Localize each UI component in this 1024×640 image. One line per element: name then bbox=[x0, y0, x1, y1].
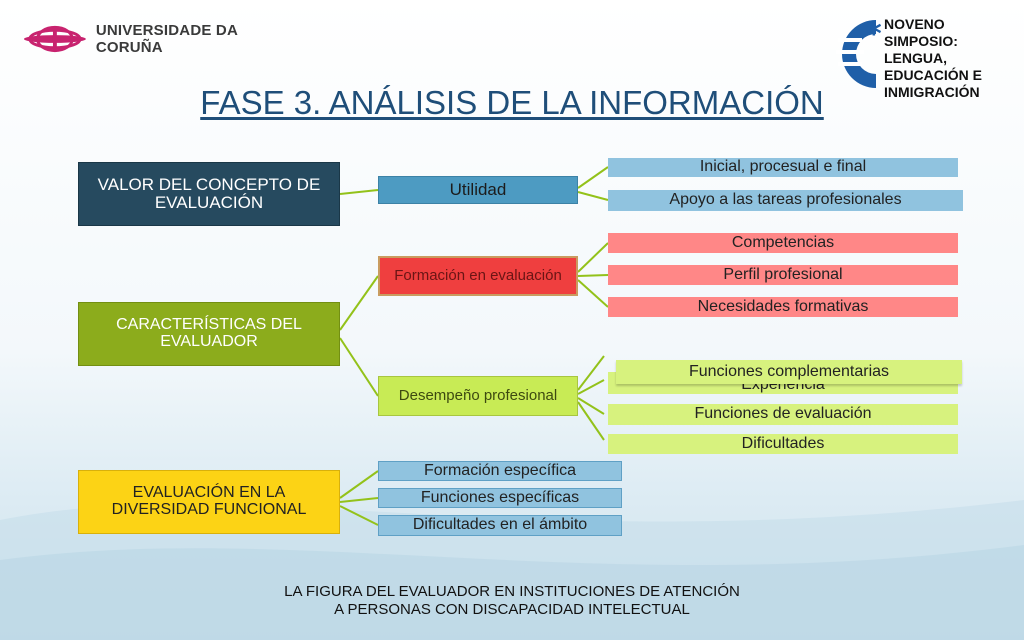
leaf-dificultades-ambito: Dificultades en el ámbito bbox=[378, 515, 622, 536]
symposium-line-2: LENGUA, bbox=[884, 50, 947, 67]
leaf-competencias: Competencias bbox=[608, 233, 958, 253]
symposium-emblem-icon: * bbox=[836, 17, 882, 88]
leaf-funciones-complementarias: Funciones complementarias bbox=[616, 360, 962, 384]
leaf-dificultades: Dificultades bbox=[608, 434, 958, 454]
svg-text:*: * bbox=[866, 17, 882, 52]
symposium-line-1: NOVENO SIMPOSIO: bbox=[884, 16, 958, 50]
leaf-necesidades-formativas: Necesidades formativas bbox=[608, 297, 958, 317]
university-emblem-icon bbox=[23, 25, 86, 53]
leaf-inicial-procesual: Inicial, procesual e final bbox=[608, 158, 958, 177]
leaf-apoyo-tareas: Apoyo a las tareas profesionales bbox=[608, 190, 963, 211]
node-caracteristicas-evaluador: CARACTERÍSTICAS DEL EVALUADOR bbox=[78, 302, 340, 366]
symposium-line-3: EDUCACIÓN E bbox=[884, 67, 983, 84]
node-formacion-evaluacion: Formación en evaluación bbox=[378, 256, 578, 296]
footer-caption: LA FIGURA DEL EVALUADOR EN INSTITUCIONES… bbox=[0, 583, 1024, 619]
symposium-logo: * NOVENO SIMPOSIO: LENGUA, EDUCACIÓN E I… bbox=[836, 14, 1016, 100]
leaf-perfil-profesional: Perfil profesional bbox=[608, 265, 958, 285]
leaf-funciones-especificas: Funciones específicas bbox=[378, 488, 622, 508]
node-desempeno-profesional: Desempeño profesional bbox=[378, 376, 578, 416]
slide-title: FASE 3. ANÁLISIS DE LA INFORMACIÓN bbox=[200, 84, 824, 121]
university-logo: UNIVERSIDADE DA CORUÑA bbox=[22, 22, 302, 56]
university-name: UNIVERSIDADE DA CORUÑA bbox=[95, 22, 238, 56]
node-evaluacion-diversidad: EVALUACIÓN EN LA DIVERSIDAD FUNCIONAL bbox=[78, 470, 340, 534]
footer-line-1: LA FIGURA DEL EVALUADOR EN INSTITUCIONES… bbox=[284, 583, 740, 600]
footer-line-2: A PERSONAS CON DISCAPACIDAD INTELECTUAL bbox=[334, 601, 690, 618]
leaf-funciones-evaluacion: Funciones de evaluación bbox=[608, 404, 958, 425]
symposium-line-4: INMIGRACIÓN bbox=[884, 84, 980, 101]
node-valor-concepto: VALOR DEL CONCEPTO DE EVALUACIÓN bbox=[78, 162, 340, 226]
leaf-formacion-especifica: Formación específica bbox=[378, 461, 622, 481]
node-utilidad: Utilidad bbox=[378, 176, 578, 204]
